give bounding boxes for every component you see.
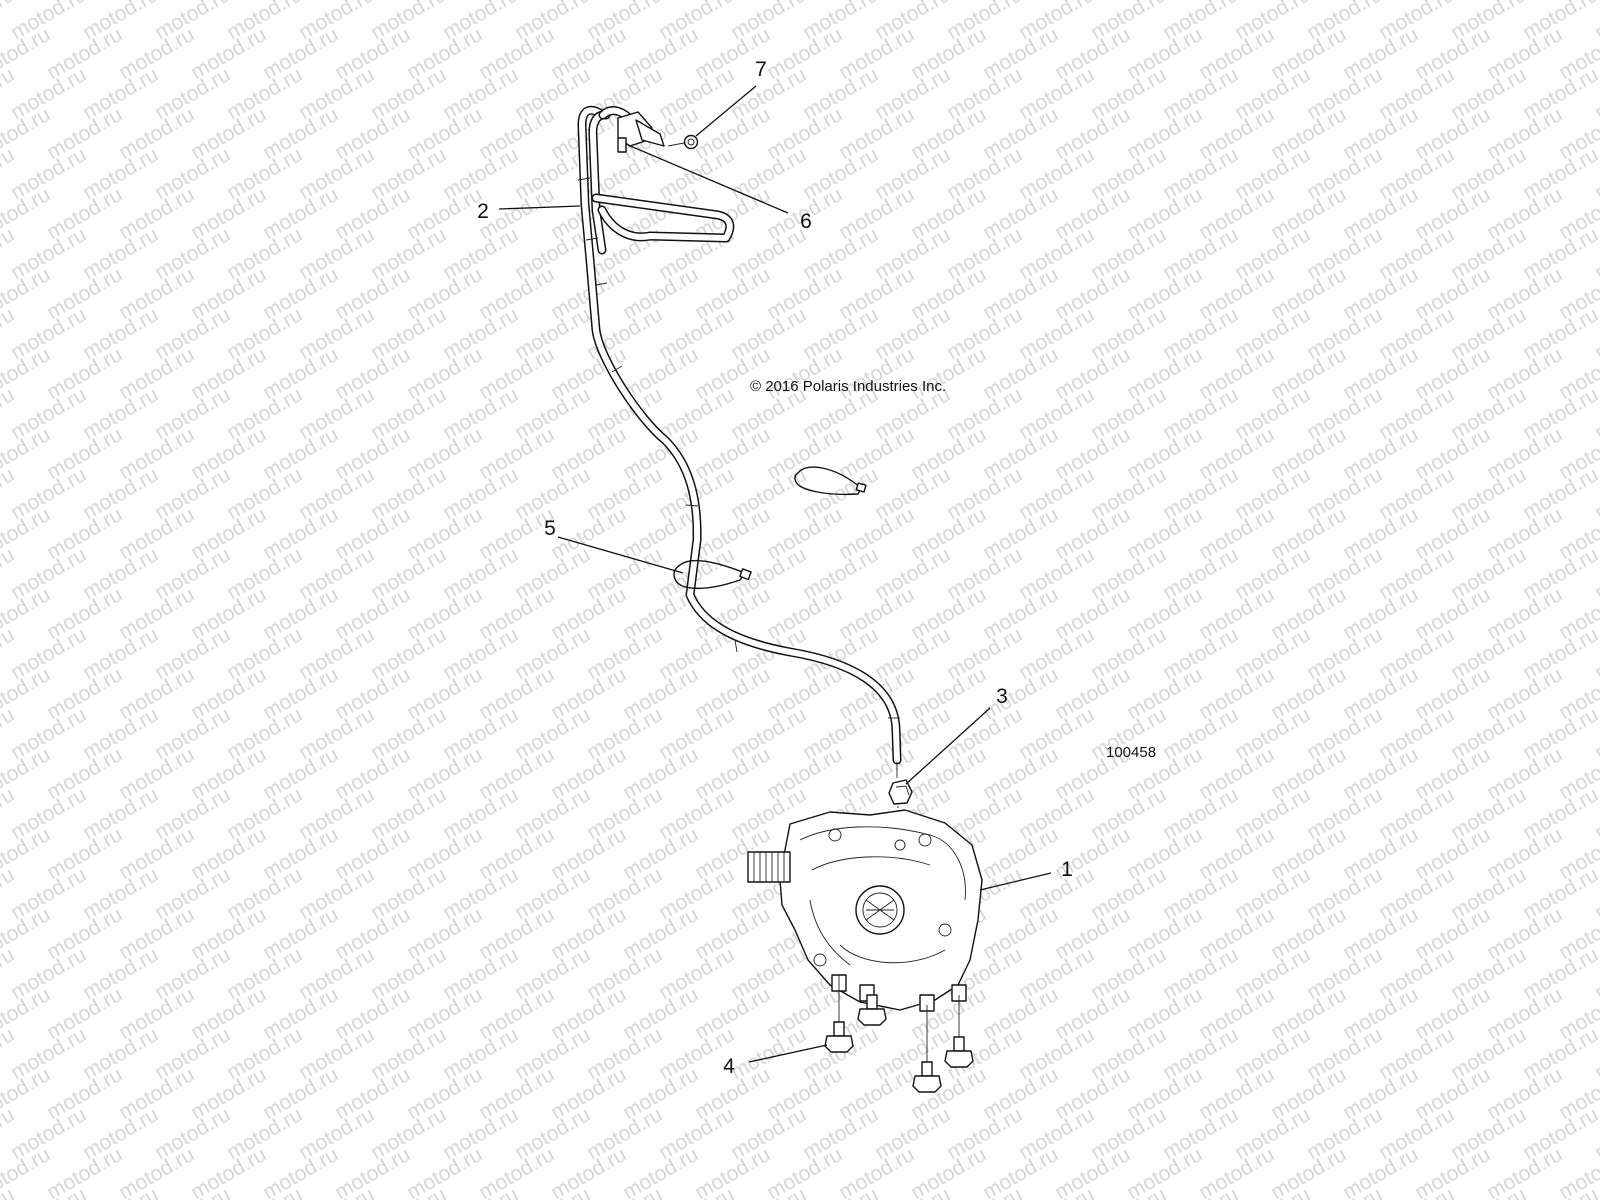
leader-lines [498, 85, 1052, 1063]
callout-1: 1 [1061, 858, 1073, 881]
leader-line-2 [498, 205, 581, 210]
callout-7: 7 [755, 58, 767, 81]
callout-3: 3 [996, 685, 1008, 708]
callout-5: 5 [544, 517, 556, 540]
vent-hose [577, 105, 902, 778]
figure-number: 100458 [1106, 744, 1156, 761]
bolt [857, 994, 887, 1026]
watermark-text: motod.ru [1591, 0, 1600, 44]
callout-4: 4 [723, 1055, 735, 1078]
leader-line-6 [627, 144, 789, 214]
bolt [824, 975, 854, 1053]
bolt [944, 995, 974, 1068]
gearcase-housing [747, 809, 983, 1012]
cable-tie [673, 559, 752, 590]
copyright-notice: © 2016 Polaris Industries Inc. [750, 378, 946, 395]
hose-clamp [888, 779, 913, 812]
leader-line-4 [748, 1044, 828, 1063]
leader-line-3 [905, 707, 991, 785]
retainer-clip [617, 111, 665, 153]
leader-line-7 [695, 85, 757, 137]
leader-line-5 [557, 536, 684, 574]
bolt-set [824, 975, 974, 1093]
leader-line-1 [979, 872, 1052, 891]
nut [667, 134, 699, 150]
callout-2: 2 [477, 200, 489, 223]
callouts: 7 6 2 5 3 1 4 [477, 58, 1073, 1078]
bolt [912, 1005, 942, 1093]
callout-6: 6 [800, 210, 812, 233]
spare-cable-tie [794, 466, 867, 496]
